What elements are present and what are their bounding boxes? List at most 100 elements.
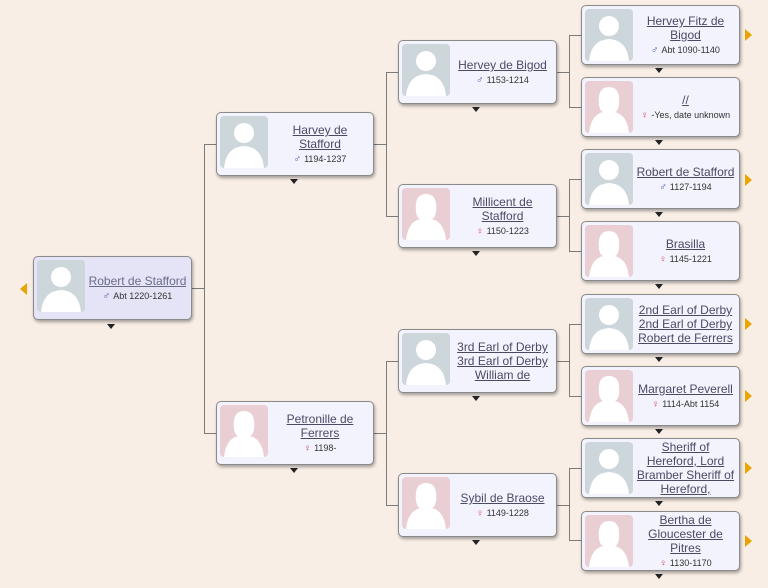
connector-line bbox=[569, 324, 581, 325]
female-silhouette-icon bbox=[585, 515, 633, 567]
lifespan-text: 1149-1228 bbox=[486, 508, 529, 518]
caret-down-icon[interactable] bbox=[290, 468, 298, 473]
person-card-3rd-earl-of-derby[interactable]: 3rd Earl of Derby 3rd Earl of Derby Will… bbox=[398, 329, 557, 393]
male-silhouette-icon bbox=[220, 116, 268, 168]
connector-line bbox=[569, 540, 581, 541]
caret-down-icon[interactable] bbox=[290, 179, 298, 184]
person-dates: ♂1127-1194 bbox=[659, 182, 711, 193]
connector-line bbox=[569, 107, 581, 108]
person-info: Robert de Stafford ♂Abt 1220-1261 bbox=[88, 257, 187, 319]
person-name-link[interactable]: Robert de Stafford bbox=[88, 274, 187, 288]
caret-down-icon[interactable] bbox=[472, 251, 480, 256]
person-info: Hervey de Bigod ♂1153-1214 bbox=[453, 41, 552, 103]
person-info: Sheriff of Hereford, Lord Bramber Sherif… bbox=[636, 439, 735, 497]
person-dates: ♀1198- bbox=[304, 443, 337, 454]
person-card-robert-de-stafford-1127[interactable]: Robert de Stafford ♂1127-1194 bbox=[581, 149, 740, 209]
person-card-brasilla[interactable]: Brasilla ♀1145-1221 bbox=[581, 221, 740, 281]
lifespan-text: 1150-1223 bbox=[486, 226, 529, 236]
connector-line bbox=[569, 468, 570, 541]
caret-down-icon[interactable] bbox=[655, 429, 663, 434]
caret-down-icon[interactable] bbox=[472, 396, 480, 401]
connector-line bbox=[569, 468, 581, 469]
person-name-link[interactable]: 3rd Earl of Derby 3rd Earl of Derby Will… bbox=[457, 340, 548, 382]
expand-ancestors-arrow-icon[interactable] bbox=[745, 29, 752, 41]
person-info: // ♀-Yes, date unknown bbox=[636, 78, 735, 136]
expand-ancestors-arrow-icon[interactable] bbox=[745, 174, 752, 186]
expand-descendants-arrow-icon[interactable] bbox=[20, 283, 27, 295]
connector-line bbox=[569, 251, 581, 252]
connector-line bbox=[204, 144, 216, 145]
person-dates: ♀1149-1228 bbox=[476, 508, 529, 519]
person-info: Petronille de Ferrers ♀1198- bbox=[271, 402, 369, 464]
caret-down-icon[interactable] bbox=[655, 212, 663, 217]
person-name-link[interactable]: Bertha de Gloucester de Pitres bbox=[648, 513, 723, 555]
person-dates: ♀1145-1221 bbox=[659, 254, 712, 265]
person-card-harvey-de-stafford[interactable]: Harvey de Stafford ♂1194-1237 bbox=[216, 112, 374, 176]
person-info: Sybil de Braose ♀1149-1228 bbox=[453, 474, 552, 536]
connector-line bbox=[569, 179, 570, 252]
female-silhouette-icon bbox=[585, 81, 633, 133]
person-name-link[interactable]: Hervey de Bigod bbox=[458, 58, 547, 72]
person-dates: ♂1194-1237 bbox=[294, 154, 347, 165]
person-name-link[interactable]: 2nd Earl of Derby 2nd Earl of Derby Robe… bbox=[638, 303, 733, 345]
person-name-link[interactable]: // bbox=[682, 93, 689, 107]
expand-ancestors-arrow-icon[interactable] bbox=[745, 390, 752, 402]
expand-ancestors-arrow-icon[interactable] bbox=[745, 318, 752, 330]
person-card-petronille-de-ferrers[interactable]: Petronille de Ferrers ♀1198- bbox=[216, 401, 374, 465]
person-card-bertha-de-gloucester[interactable]: Bertha de Gloucester de Pitres ♀1130-117… bbox=[581, 511, 740, 571]
person-name-link[interactable]: Sheriff of Hereford, Lord Bramber Sherif… bbox=[636, 440, 735, 496]
connector-line bbox=[569, 35, 570, 108]
caret-down-icon[interactable] bbox=[107, 324, 115, 329]
person-name-link[interactable]: Brasilla bbox=[665, 237, 706, 251]
person-card-sybil-de-braose[interactable]: Sybil de Braose ♀1149-1228 bbox=[398, 473, 557, 537]
person-info: 2nd Earl of Derby 2nd Earl of Derby Robe… bbox=[636, 295, 735, 353]
connector-line bbox=[374, 144, 386, 145]
female-silhouette-icon bbox=[585, 370, 633, 422]
caret-down-icon[interactable] bbox=[655, 68, 663, 73]
female-silhouette-icon bbox=[585, 225, 633, 277]
caret-down-icon[interactable] bbox=[655, 357, 663, 362]
person-name-link[interactable]: Harvey de Stafford bbox=[292, 123, 348, 151]
connector-line bbox=[557, 72, 569, 73]
male-symbol-icon: ♂ bbox=[102, 291, 111, 302]
person-card-2nd-earl-of-derby[interactable]: 2nd Earl of Derby 2nd Earl of Derby Robe… bbox=[581, 294, 740, 354]
caret-down-icon[interactable] bbox=[472, 107, 480, 112]
person-name-link[interactable]: Petronille de Ferrers bbox=[286, 412, 354, 440]
connector-line bbox=[386, 361, 398, 362]
connector-line bbox=[386, 216, 398, 217]
person-name-link[interactable]: Robert de Stafford bbox=[636, 165, 735, 179]
connector-line bbox=[386, 361, 387, 506]
person-card-sheriff-of-hereford[interactable]: Sheriff of Hereford, Lord Bramber Sherif… bbox=[581, 438, 740, 498]
male-symbol-icon: ♂ bbox=[659, 182, 667, 193]
expand-ancestors-arrow-icon[interactable] bbox=[745, 535, 752, 547]
person-dates: ♂Abt 1090-1140 bbox=[651, 45, 720, 56]
person-dates: ♂Abt 1220-1261 bbox=[103, 291, 173, 302]
caret-down-icon[interactable] bbox=[655, 140, 663, 145]
person-dates: ♀1114-Abt 1154 bbox=[652, 399, 720, 410]
person-dates: ♂1153-1214 bbox=[476, 75, 529, 86]
caret-down-icon[interactable] bbox=[472, 540, 480, 545]
male-symbol-icon: ♂ bbox=[651, 45, 659, 56]
person-name-link[interactable]: Sybil de Braose bbox=[460, 491, 545, 505]
lifespan-text: 1194-1237 bbox=[304, 154, 347, 164]
person-name-link[interactable]: Margaret Peverell bbox=[638, 382, 733, 396]
person-name-link[interactable]: Hervey Fitz de Bigod bbox=[646, 14, 725, 42]
person-info: Brasilla ♀1145-1221 bbox=[636, 222, 735, 280]
person-card-unknown[interactable]: // ♀-Yes, date unknown bbox=[581, 77, 740, 137]
person-card-hervey-de-bigod[interactable]: Hervey de Bigod ♂1153-1214 bbox=[398, 40, 557, 104]
caret-down-icon[interactable] bbox=[655, 284, 663, 289]
connector-line bbox=[192, 288, 204, 289]
connector-line bbox=[557, 361, 569, 362]
person-card-margaret-peverell[interactable]: Margaret Peverell ♀1114-Abt 1154 bbox=[581, 366, 740, 426]
connector-line bbox=[557, 216, 569, 217]
caret-down-icon[interactable] bbox=[655, 574, 663, 579]
person-card-millicent-de-stafford[interactable]: Millicent de Stafford ♀1150-1223 bbox=[398, 184, 557, 248]
connector-line bbox=[557, 505, 569, 506]
person-card-hervey-fitz-de-bigod[interactable]: Hervey Fitz de Bigod ♂Abt 1090-1140 bbox=[581, 5, 740, 65]
person-card-robert-de-stafford-1220[interactable]: Robert de Stafford ♂Abt 1220-1261 bbox=[33, 256, 192, 320]
person-info: Robert de Stafford ♂1127-1194 bbox=[636, 150, 735, 208]
caret-down-icon[interactable] bbox=[655, 501, 663, 506]
expand-ancestors-arrow-icon[interactable] bbox=[745, 462, 752, 474]
person-name-link[interactable]: Millicent de Stafford bbox=[472, 195, 533, 223]
lifespan-text: Abt 1220-1261 bbox=[113, 291, 173, 301]
